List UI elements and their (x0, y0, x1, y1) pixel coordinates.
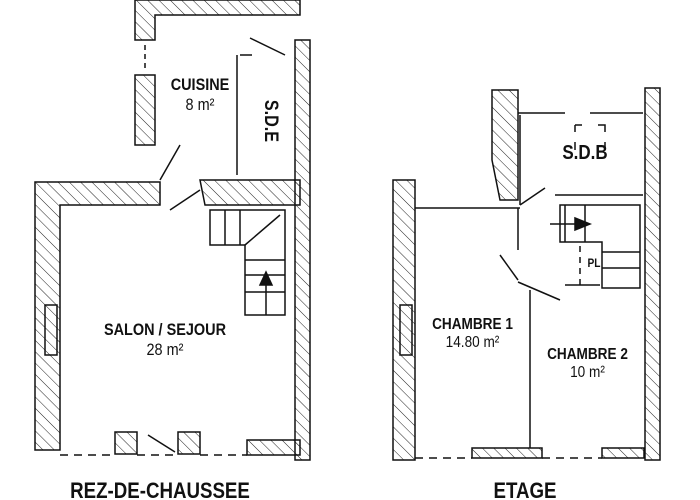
room-pl: PL (587, 256, 601, 270)
room-name: SALON / SEJOUR (103, 320, 227, 339)
plan-title-upper: ETAGE (493, 478, 557, 500)
room-name: CHAMBRE 1 (432, 316, 513, 333)
room-sdb: S.D.B (562, 142, 608, 164)
upper-floor-lines (399, 112, 643, 459)
room-area: 14.80 m² (445, 334, 500, 352)
ground-floor-walls (34, 0, 311, 461)
room-area: 28 m² (146, 339, 184, 359)
room-name: CUISINE (170, 75, 230, 94)
room-name: CHAMBRE 2 (547, 346, 628, 363)
ground-floor-lines (44, 37, 286, 456)
plan-title-ground: REZ-DE-CHAUSSEE (70, 478, 250, 500)
room-area: 8 m² (185, 94, 215, 114)
room-sde: S.D.E (259, 99, 281, 143)
upper-floor-walls (392, 87, 661, 461)
room-area: 10 m² (570, 364, 605, 382)
